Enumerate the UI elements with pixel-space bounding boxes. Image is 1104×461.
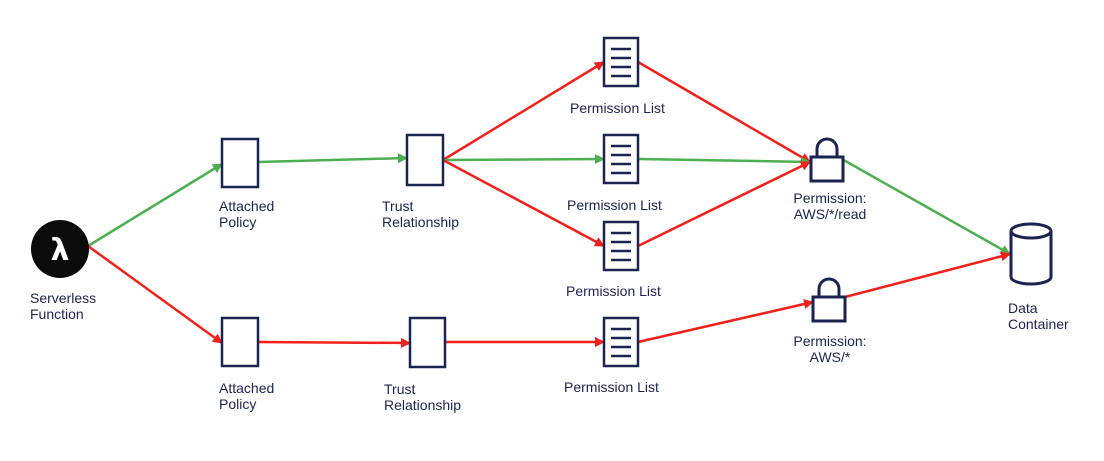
label-line: Relationship	[382, 214, 460, 230]
green-edge-trust_top-to-perm_list_2	[442, 154, 605, 165]
document-icon[interactable]	[220, 316, 260, 368]
label-line: Relationship	[384, 397, 462, 413]
red-edge-permission_all-to-data_container	[844, 251, 1011, 299]
document-icon[interactable]	[405, 133, 445, 187]
attached-policy-label: Attached Policy	[219, 380, 274, 412]
red-edge-policy_bottom-to-trust_bottom	[257, 337, 411, 348]
label-line: Policy	[219, 214, 257, 230]
edges	[87, 60, 1011, 348]
red-edge-serverless-to-policy_bottom	[87, 244, 223, 345]
permission-list-label: Permission List	[566, 283, 661, 299]
red-edge-perm_list_3-to-permission_read	[637, 160, 811, 248]
lock-icon[interactable]	[811, 277, 847, 323]
list-document-icon[interactable]	[602, 36, 640, 88]
red-edge-trust_top-to-perm_list_3	[442, 158, 605, 248]
permission-list-label: Permission List	[564, 379, 659, 395]
database-icon[interactable]	[1009, 222, 1053, 286]
label-line: Policy	[219, 396, 257, 412]
lambda-icon[interactable]: λ	[31, 220, 89, 278]
label-line: Data	[1008, 300, 1038, 316]
list-document-icon[interactable]	[602, 133, 640, 185]
label-line: Container	[1008, 316, 1069, 332]
permission-all-label: Permission: AWS/*	[780, 333, 880, 365]
label-line: Attached	[219, 380, 275, 396]
green-edge-serverless-to-policy_top	[87, 162, 223, 248]
red-edge-perm_list_1-to-permission_read	[637, 60, 811, 164]
red-edge-trust_top-to-perm_list_1	[442, 60, 605, 162]
list-document-icon[interactable]	[602, 316, 640, 368]
red-edge-perm_list_4-to-permission_all	[637, 299, 814, 344]
label-line: Trust	[384, 381, 416, 397]
label-line: Attached	[219, 198, 275, 214]
trust-relationship-label: Trust Relationship	[384, 381, 461, 413]
green-edge-perm_list_2-to-permission_read	[637, 156, 811, 167]
trust-relationship-label: Trust Relationship	[382, 198, 459, 230]
permission-list-label: Permission List	[567, 197, 662, 213]
label-line: Serverless	[30, 290, 97, 306]
lock-icon[interactable]	[809, 137, 845, 183]
label-line: Permission:	[793, 333, 867, 349]
permission-read-label: Permission: AWS/*/read	[780, 190, 880, 222]
document-icon[interactable]	[408, 316, 447, 369]
document-icon[interactable]	[220, 137, 260, 189]
data-container-label: Data Container	[1008, 300, 1069, 332]
attached-policy-label: Attached Policy	[219, 198, 274, 230]
serverless-function-label: Serverless Function	[30, 290, 96, 322]
permission-list-label: Permission List	[570, 100, 665, 116]
green-edge-permission_read-to-data_container	[839, 156, 1011, 256]
label-line: Trust	[382, 198, 414, 214]
label-line: AWS/*	[809, 349, 851, 365]
label-line: Function	[30, 306, 84, 322]
label-line: AWS/*/read	[793, 206, 867, 222]
lambda-glyph: λ	[51, 233, 70, 268]
green-edge-policy_top-to-trust_top	[257, 153, 408, 164]
list-document-icon[interactable]	[602, 220, 640, 272]
label-line: Permission:	[793, 190, 867, 206]
